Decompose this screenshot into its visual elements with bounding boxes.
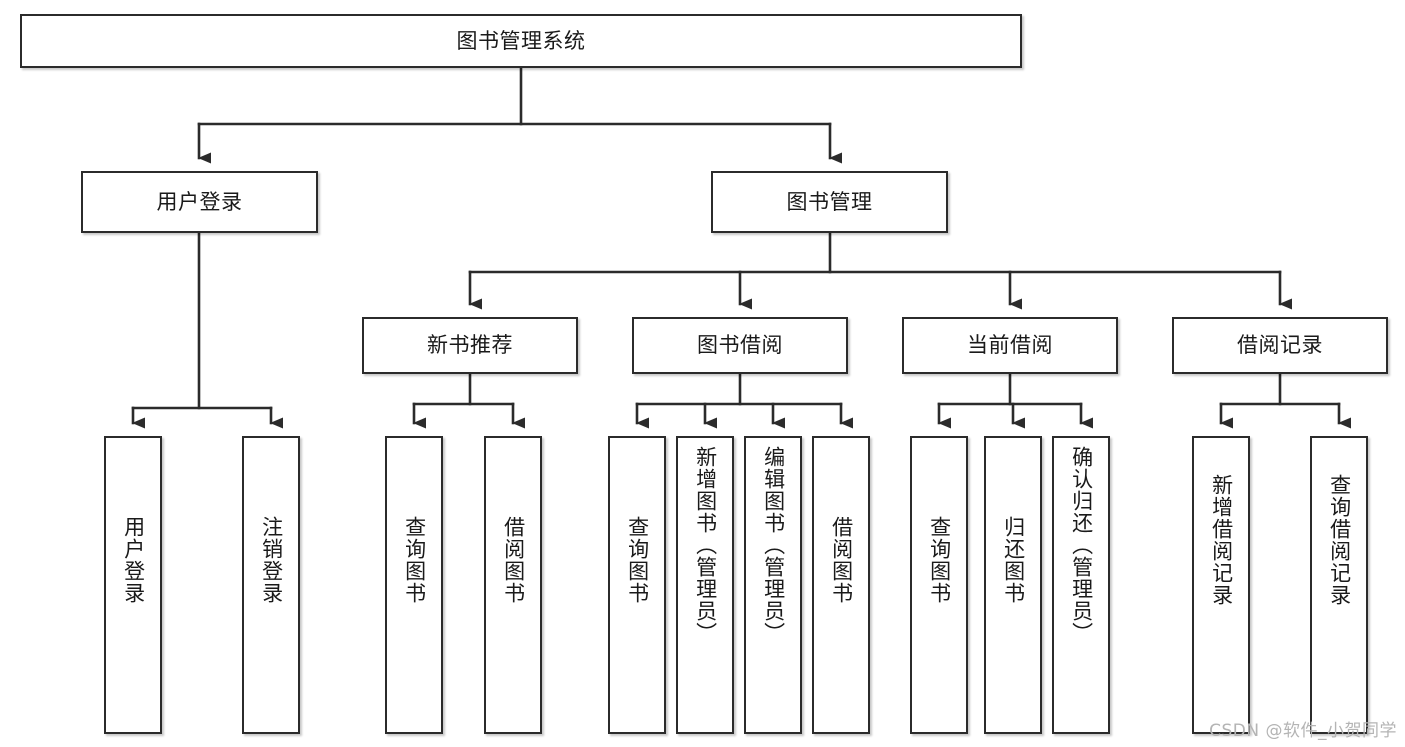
node-leaf-query-book-1-label: 查询图书 (402, 516, 427, 604)
node-leaf-edit-book-label: 编辑图书（管理员） (761, 446, 786, 644)
node-leaf-add-record-label: 新增借阅记录 (1209, 474, 1234, 606)
node-leaf-add-book-label: 新增图书（管理员） (693, 446, 718, 644)
node-leaf-user-logout-label: 注销登录 (259, 516, 284, 604)
node-leaf-query-record-label: 查询借阅记录 (1327, 474, 1352, 606)
node-current-borrow[interactable]: 当前借阅 (902, 317, 1118, 374)
node-leaf-borrow-book-1-label: 借阅图书 (501, 516, 526, 604)
node-root[interactable]: 图书管理系统 (20, 14, 1022, 68)
node-leaf-borrow-book-2[interactable]: 借阅图书 (812, 436, 870, 734)
node-user-login-label: 用户登录 (156, 189, 243, 214)
node-leaf-return-book-label: 归还图书 (1001, 516, 1026, 604)
node-leaf-borrow-book-2-label: 借阅图书 (829, 516, 854, 604)
node-book-borrow-label: 图书借阅 (697, 333, 783, 358)
node-borrow-record-label: 借阅记录 (1237, 333, 1323, 358)
node-leaf-confirm-return-label: 确认归还（管理员） (1069, 446, 1094, 644)
node-leaf-query-book-2-label: 查询图书 (625, 516, 650, 604)
node-book-manage[interactable]: 图书管理 (711, 171, 948, 233)
node-leaf-query-book-3-label: 查询图书 (927, 516, 952, 604)
node-user-login[interactable]: 用户登录 (81, 171, 318, 233)
node-leaf-add-record[interactable]: 新增借阅记录 (1192, 436, 1250, 734)
watermark-text: CSDN @软件_小贺同学 (1209, 721, 1397, 741)
node-leaf-user-login-label: 用户登录 (121, 516, 146, 604)
node-current-borrow-label: 当前借阅 (967, 333, 1053, 358)
node-new-book-rec-label: 新书推荐 (427, 333, 513, 358)
node-leaf-query-book-2[interactable]: 查询图书 (608, 436, 666, 734)
node-leaf-add-book[interactable]: 新增图书（管理员） (676, 436, 734, 734)
node-leaf-user-logout[interactable]: 注销登录 (242, 436, 300, 734)
node-leaf-query-book-3[interactable]: 查询图书 (910, 436, 968, 734)
node-leaf-query-book-1[interactable]: 查询图书 (385, 436, 443, 734)
node-book-borrow[interactable]: 图书借阅 (632, 317, 848, 374)
node-book-manage-label: 图书管理 (786, 189, 873, 214)
node-leaf-confirm-return[interactable]: 确认归还（管理员） (1052, 436, 1110, 734)
node-borrow-record[interactable]: 借阅记录 (1172, 317, 1388, 374)
node-root-label: 图书管理系统 (456, 28, 586, 53)
node-new-book-rec[interactable]: 新书推荐 (362, 317, 578, 374)
node-leaf-user-login[interactable]: 用户登录 (104, 436, 162, 734)
node-leaf-return-book[interactable]: 归还图书 (984, 436, 1042, 734)
node-leaf-edit-book[interactable]: 编辑图书（管理员） (744, 436, 802, 734)
node-leaf-query-record[interactable]: 查询借阅记录 (1310, 436, 1368, 734)
node-leaf-borrow-book-1[interactable]: 借阅图书 (484, 436, 542, 734)
